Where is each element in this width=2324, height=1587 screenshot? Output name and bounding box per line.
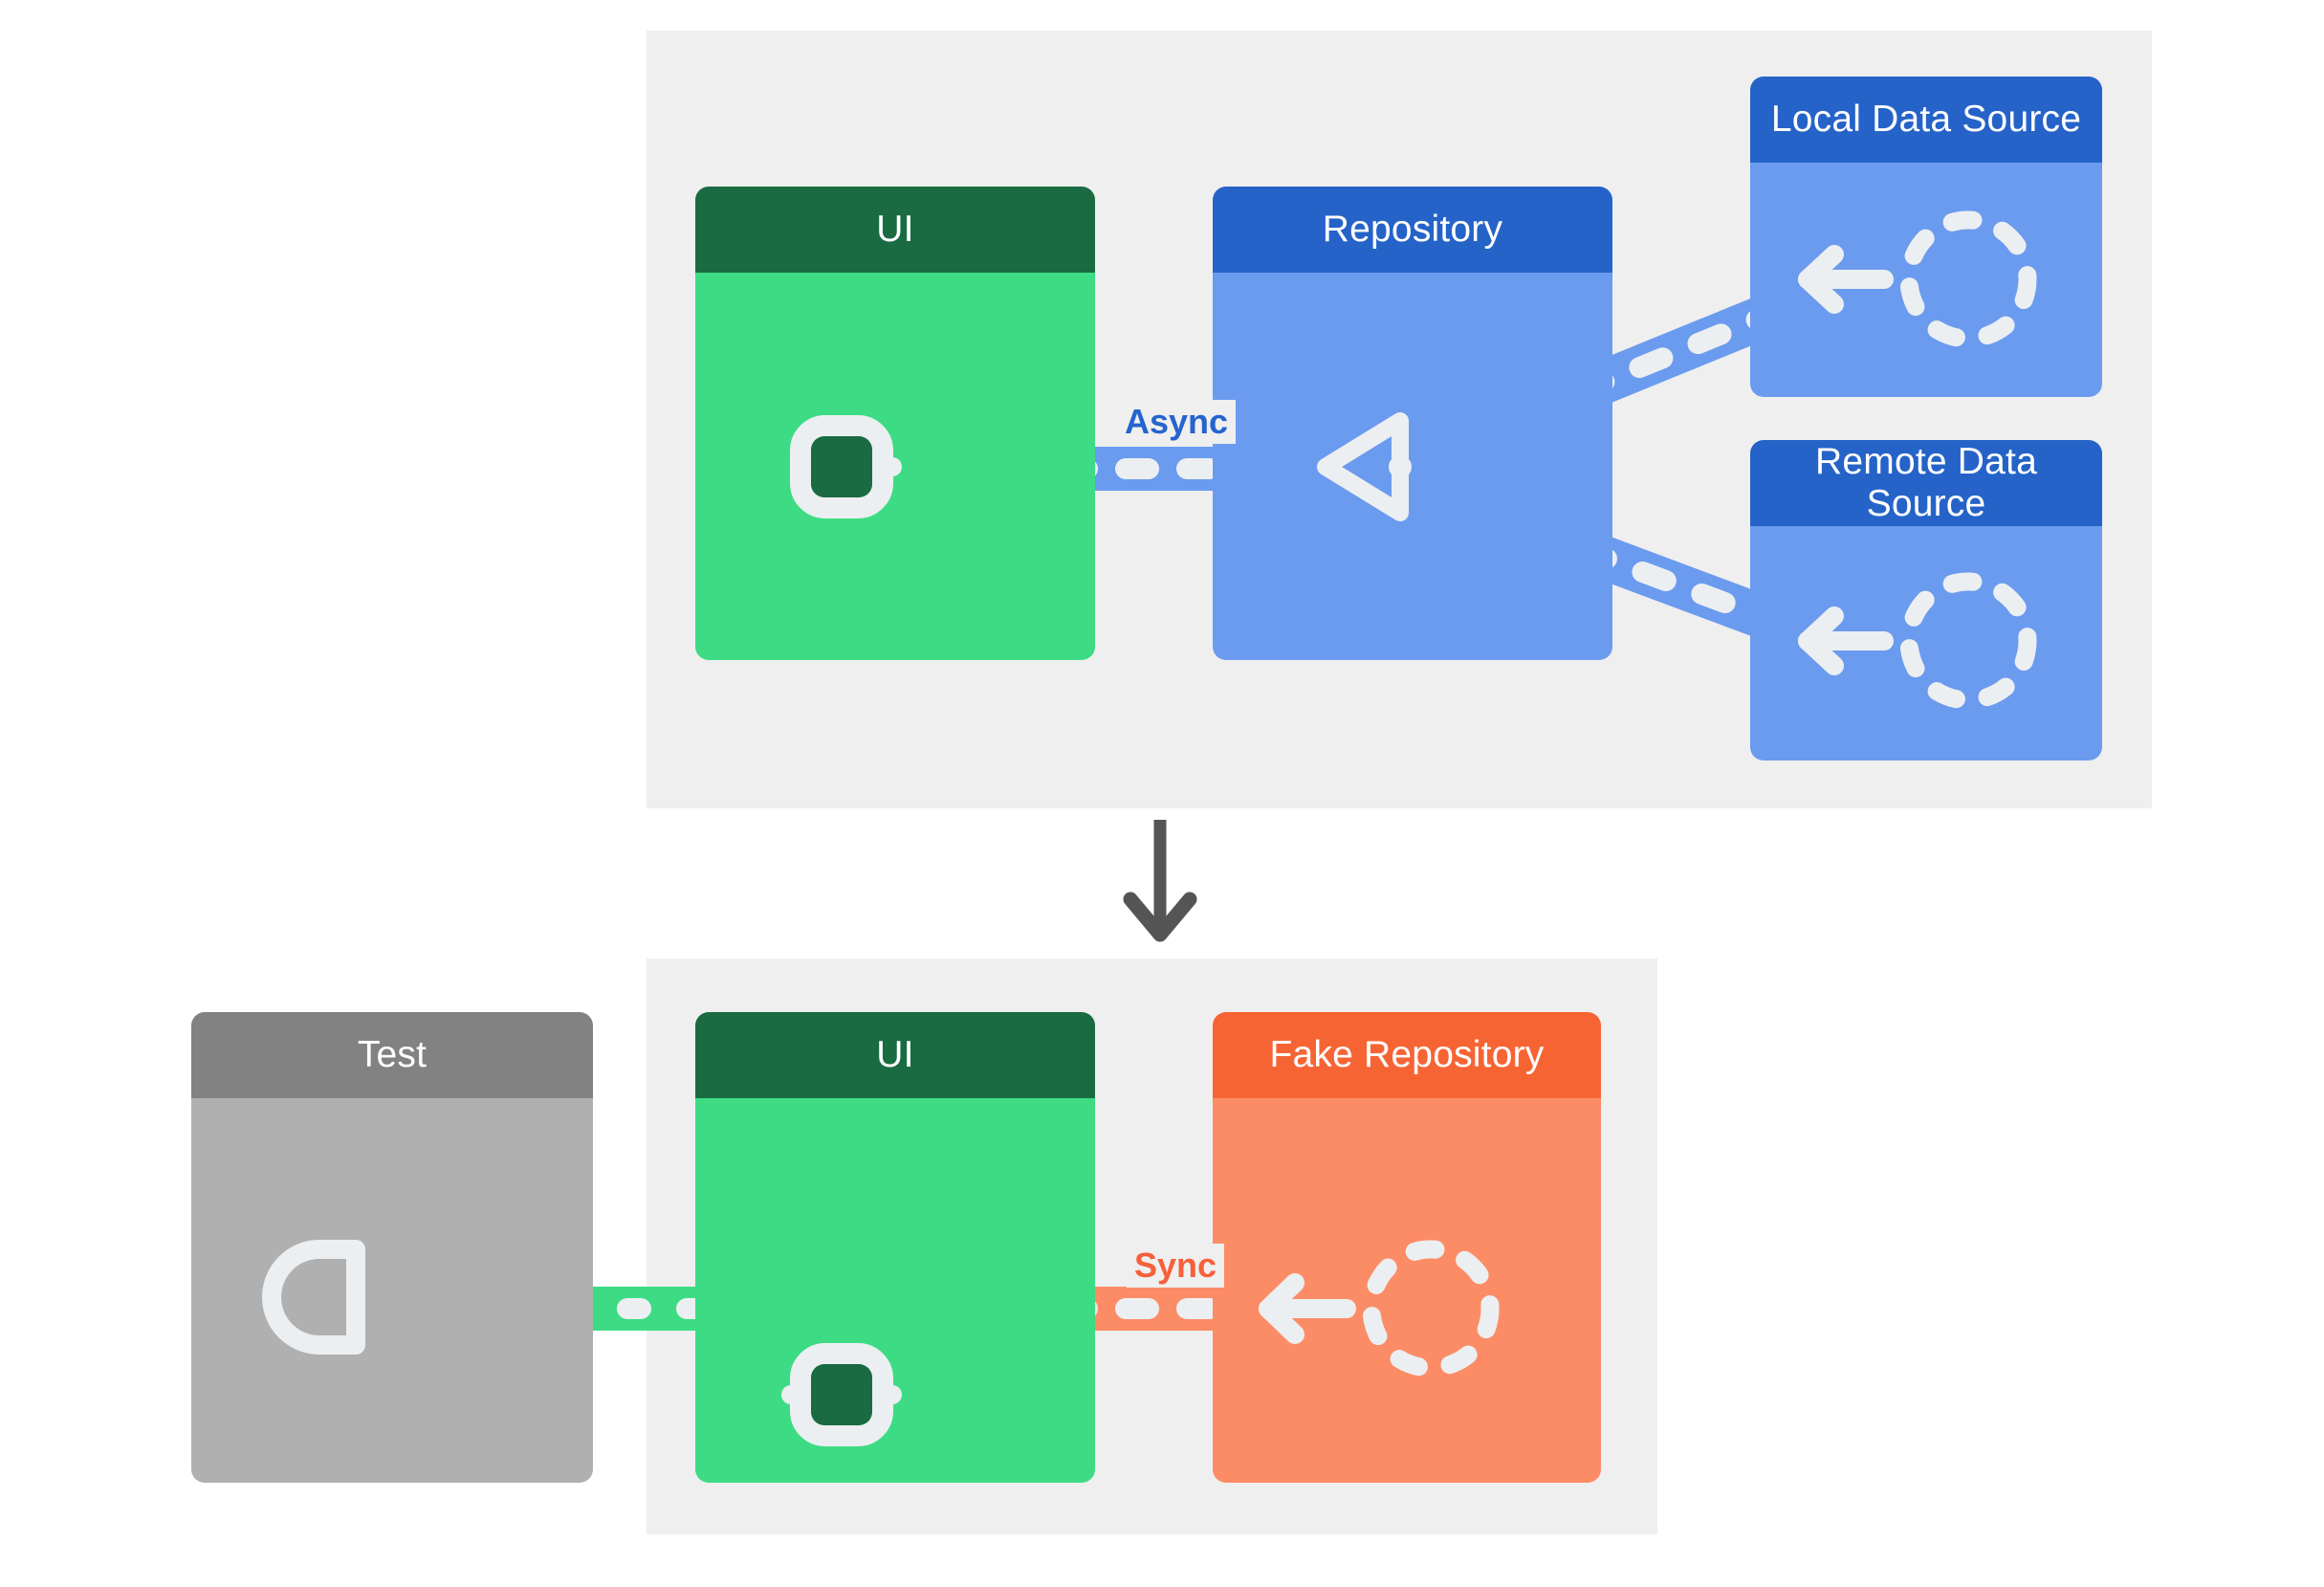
arrow-left-icon — [1798, 606, 1894, 675]
local-source-symbols — [1798, 210, 2037, 348]
box-test[interactable]: Test — [191, 1012, 593, 1483]
ui-provided-interface-node-icon-test — [781, 1343, 902, 1446]
box-repository-title: Repository — [1213, 187, 1612, 273]
box-test-title: Test — [191, 1012, 593, 1098]
box-ui-production[interactable]: UI — [695, 187, 1095, 660]
box-fake-repository-body — [1213, 1098, 1601, 1483]
async-edge-label: Async — [1117, 400, 1237, 444]
dashed-circle-icon — [1899, 210, 2037, 348]
ui-provided-interface-node-icon — [790, 415, 902, 518]
arrow-left-icon — [1798, 245, 1894, 314]
box-fake-repository[interactable]: Fake Repository — [1213, 1012, 1601, 1483]
box-remote-data-source[interactable]: Remote Data Source — [1750, 440, 2102, 760]
arrow-left-icon — [1259, 1273, 1356, 1344]
box-local-data-source-body — [1750, 163, 2102, 397]
required-interface-socket-icon — [262, 1240, 365, 1355]
dashed-circle-icon — [1899, 572, 2037, 710]
box-local-data-source-title: Local Data Source — [1750, 77, 2102, 163]
remote-source-symbols — [1798, 572, 2037, 710]
fake-repository-symbols — [1259, 1240, 1500, 1378]
box-test-body — [191, 1098, 593, 1483]
box-ui-production-body — [695, 273, 1095, 660]
box-ui-test-body — [695, 1098, 1095, 1483]
merge-triangle-icon — [1317, 412, 1412, 521]
box-ui-test[interactable]: UI — [695, 1012, 1095, 1483]
dashed-circle-icon — [1362, 1240, 1500, 1378]
box-ui-production-title: UI — [695, 187, 1095, 273]
sync-edge-label: Sync — [1127, 1244, 1225, 1288]
box-remote-data-source-title: Remote Data Source — [1750, 440, 2102, 526]
box-remote-data-source-body — [1750, 526, 2102, 760]
box-ui-test-title: UI — [695, 1012, 1095, 1098]
box-repository[interactable]: Repository — [1213, 187, 1612, 660]
box-repository-body — [1213, 273, 1612, 660]
transform-arrow-icon — [1123, 820, 1197, 942]
box-fake-repository-title: Fake Repository — [1213, 1012, 1601, 1098]
box-local-data-source[interactable]: Local Data Source — [1750, 77, 2102, 397]
